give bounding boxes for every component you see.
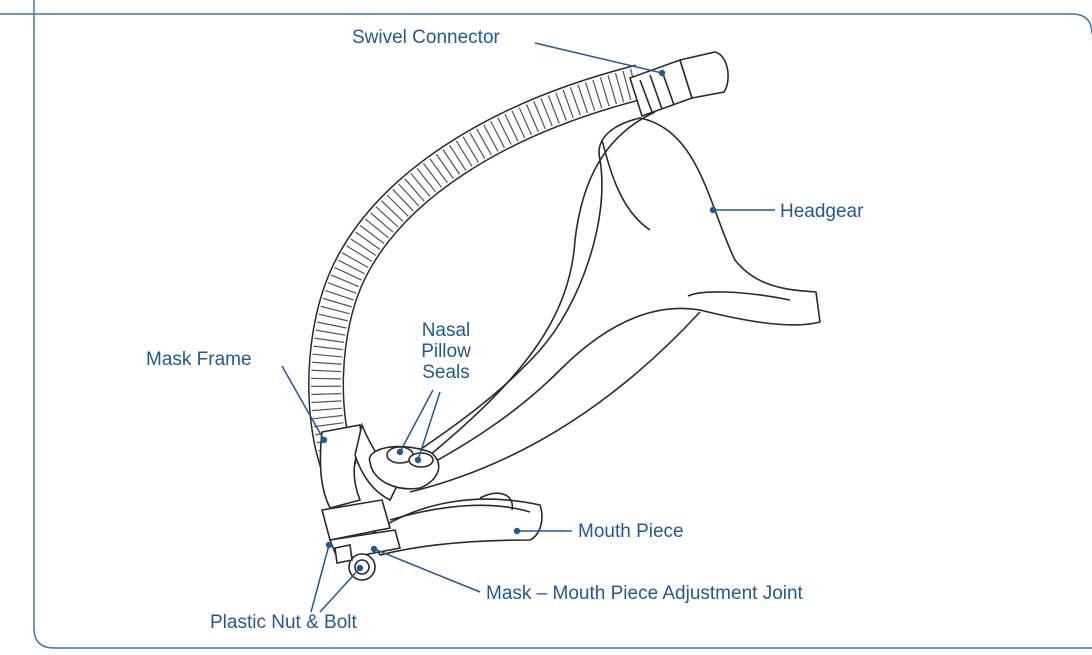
label-swivel-connector: Swivel Connector [352,27,500,48]
label-nasal-line-1: Nasal [416,320,476,341]
label-mouth-piece: Mouth Piece [578,521,684,542]
leader-adjustment-joint [374,549,480,592]
label-headgear: Headgear [780,201,863,222]
leader-nut-1 [311,545,329,612]
label-plastic-nut-bolt: Plastic Nut & Bolt [210,612,357,633]
label-nasal-line-3: Seals [416,362,476,383]
leader-nasal-1 [400,390,433,452]
leader-nut-2 [320,568,360,612]
label-nasal-pillow-seals: Nasal Pillow Seals [416,320,476,383]
label-adjustment-joint: Mask – Mouth Piece Adjustment Joint [486,583,803,604]
label-mask-frame: Mask Frame [146,349,252,370]
label-nasal-line-2: Pillow [416,341,476,362]
swivel-connector-illustration [630,52,728,116]
leader-swivel [535,43,662,73]
